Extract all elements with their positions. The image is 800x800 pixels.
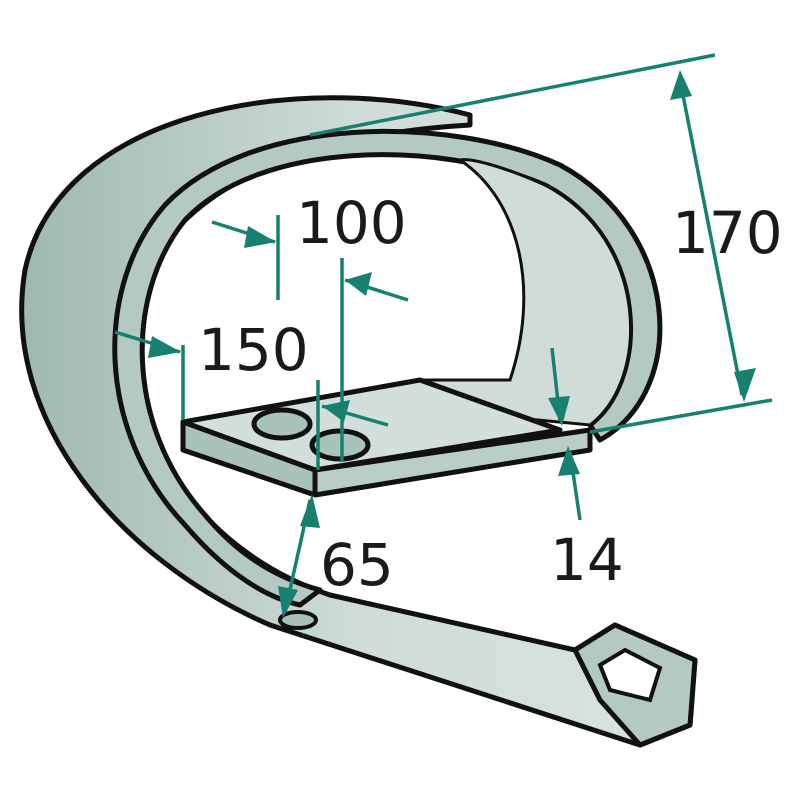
slot — [597, 647, 663, 703]
bolt-hole-bottom — [278, 610, 318, 630]
dimension-150: 150 — [198, 316, 309, 384]
dimension-65: 65 — [320, 531, 394, 599]
plate-edge-front — [312, 427, 593, 498]
dimension-14: 14 — [550, 526, 624, 594]
dimension-170: 170 — [672, 199, 783, 267]
dimension-100: 100 — [296, 189, 407, 257]
bolt-hole — [309, 428, 371, 462]
dimension-lines — [114, 53, 773, 618]
bolt-hole — [251, 407, 313, 441]
inner-surface — [329, 158, 633, 427]
